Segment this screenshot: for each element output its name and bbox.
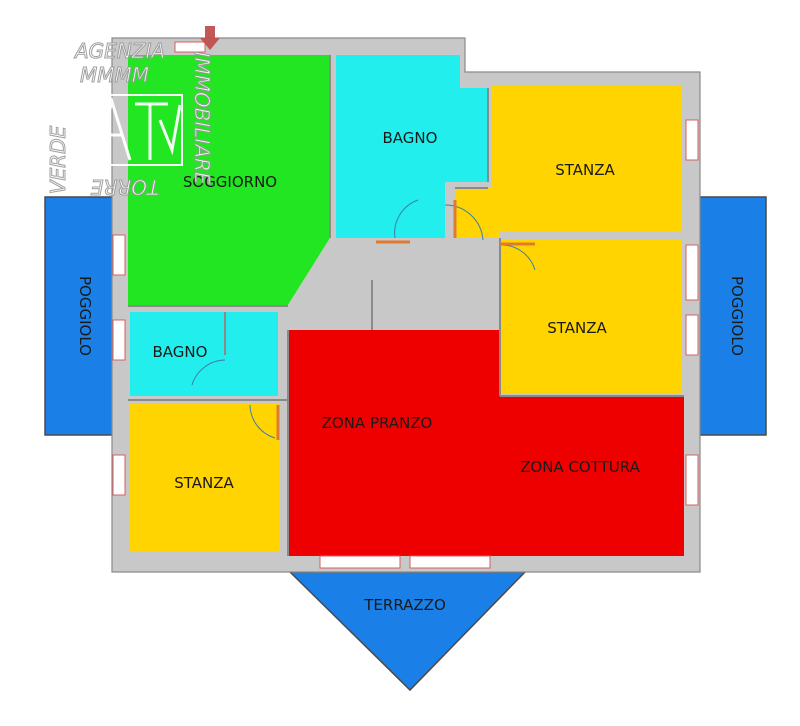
label-zona-cottura: ZONA COTTURA [520, 458, 640, 476]
arrow-down-icon [200, 26, 220, 50]
poggiolo-left [44, 196, 116, 436]
agency-watermark: AGENZIA MMMM VERDE IMMOBILIARE TORRE [46, 26, 220, 200]
label-stanza-top-right: STANZA [555, 161, 615, 179]
label-bagno-left: BAGNO [153, 343, 208, 361]
room-disimpegno [288, 238, 500, 330]
room-bagno-top [336, 55, 488, 238]
svg-text:AGENZIA: AGENZIA [73, 39, 165, 63]
poggiolo-right [697, 196, 767, 436]
logo-mark-icon [93, 96, 182, 161]
room-stanza-top-right [455, 86, 682, 238]
label-bagno-top: BAGNO [383, 129, 438, 147]
label-stanza-mid-right: STANZA [547, 319, 607, 337]
label-terrazzo: TERRAZZO [363, 596, 446, 614]
svg-text:IMMOBILIARE: IMMOBILIARE [190, 51, 214, 184]
room-bagno-left [130, 312, 278, 396]
svg-text:MMMM: MMMM [80, 63, 149, 87]
room-stanza-mid-right [502, 240, 682, 394]
label-stanza-left: STANZA [174, 474, 234, 492]
svg-text:TORRE: TORRE [90, 175, 159, 199]
room-zona-giorno [288, 330, 684, 556]
label-poggiolo-left: POGGIOLO [76, 276, 94, 356]
label-zona-pranzo: ZONA PRANZO [322, 414, 433, 432]
interior-walls [128, 55, 684, 556]
logo-box-icon [77, 94, 183, 166]
terrazzo [288, 571, 527, 692]
label-soggiorno: SOGGIORNO [183, 173, 277, 191]
room-stanza-left [130, 404, 280, 552]
windows [112, 41, 699, 569]
doors [191, 199, 536, 440]
label-poggiolo-right: POGGIOLO [728, 276, 746, 356]
svg-text:VERDE: VERDE [46, 126, 70, 195]
